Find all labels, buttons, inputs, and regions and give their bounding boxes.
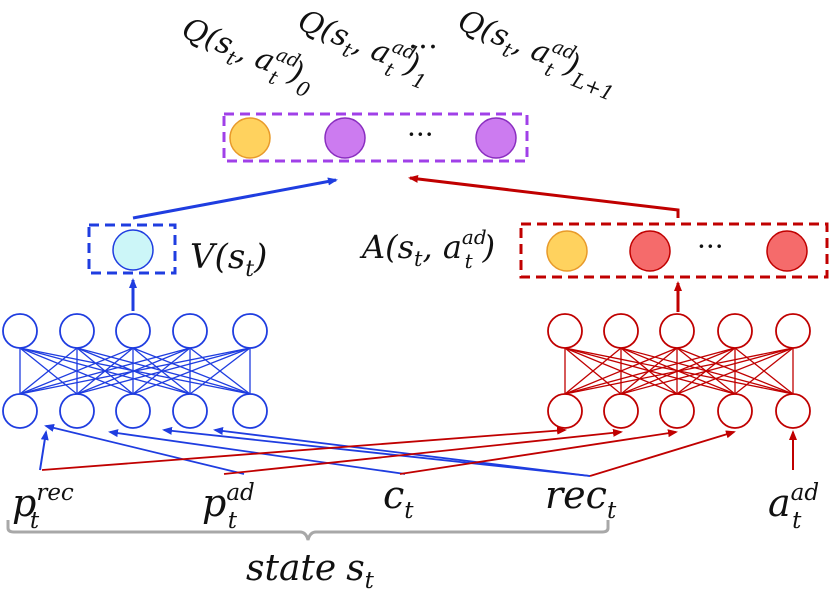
blue-net-bottom-neuron-5 xyxy=(232,393,268,429)
rec-to-red-arrow xyxy=(589,430,736,477)
value-label: V(st) xyxy=(190,237,267,282)
blue-net-bottom-neuron-1 xyxy=(2,393,38,429)
red-net-edge xyxy=(620,347,794,395)
blue-net-top-neuron-4 xyxy=(172,313,208,349)
blue-net-bottom-neuron-4 xyxy=(172,393,208,429)
red-advantage-network xyxy=(547,313,811,429)
q-output-box xyxy=(222,112,529,163)
q-output-ellipsis: ··· xyxy=(407,118,434,151)
state-bracket xyxy=(6,520,610,541)
advantage-node-0 xyxy=(546,230,588,272)
red-net-edge xyxy=(564,347,794,395)
blue-net-edge xyxy=(19,347,251,395)
blue-net-edge xyxy=(19,347,78,395)
p-ad-to-blue-arrow xyxy=(44,423,245,475)
red-net-top-neuron-4 xyxy=(717,313,753,349)
p-rec-to-red-arrow xyxy=(41,426,567,471)
red-net-bottom-neuron-2 xyxy=(603,393,639,429)
red-net-edge xyxy=(676,347,794,395)
q-label-ellipsis: … xyxy=(408,21,438,56)
blue-net-top-neuron-2 xyxy=(59,313,95,349)
value-stream: V(st) xyxy=(87,177,338,311)
q-node-last xyxy=(475,117,517,159)
q-node-1 xyxy=(324,117,366,159)
value-to-q-arrow xyxy=(132,177,338,220)
input-c: ct xyxy=(383,473,414,524)
red-net-bottom-neuron-1 xyxy=(547,393,583,429)
blue-value-network xyxy=(2,313,268,429)
rec-to-blue-arrow-2 xyxy=(213,427,591,477)
red-net-top-neuron-5 xyxy=(775,313,811,349)
q-node-0 xyxy=(229,117,271,159)
advantage-ellipsis: ··· xyxy=(697,230,724,263)
blue-net-top-neuron-5 xyxy=(232,313,268,349)
blue-net-edge xyxy=(132,347,251,395)
red-net-edge xyxy=(564,347,622,395)
blue-net-bottom-neuron-3 xyxy=(115,393,151,429)
input-rec: rect xyxy=(545,473,617,524)
advantage-box xyxy=(519,222,829,279)
red-net-bottom-neuron-3 xyxy=(659,393,695,429)
blue-net-top-neuron-1 xyxy=(2,313,38,349)
red-net-edge xyxy=(734,347,794,395)
c-to-red-arrow xyxy=(399,429,678,475)
red-net-top-neuron-2 xyxy=(603,313,639,349)
red-net-top-neuron-3 xyxy=(659,313,695,349)
q-output-layer: ··· xyxy=(222,112,529,163)
blue-net-bottom-neuron-2 xyxy=(59,393,95,429)
advantage-to-q-arrow xyxy=(408,174,680,218)
blue-net-edge xyxy=(76,347,251,395)
q-label-last: Q(st, aadt)L+1 xyxy=(450,0,625,106)
red-net-bottom-neuron-4 xyxy=(717,393,753,429)
value-box xyxy=(87,223,177,275)
p-ad-to-red-arrow xyxy=(223,428,623,475)
advantage-node-last xyxy=(766,230,808,272)
red-net-edge xyxy=(564,347,736,395)
red-net-bottom-neuron-5 xyxy=(775,393,811,429)
blue-net-edge xyxy=(189,347,251,395)
rec-to-blue-arrow-1 xyxy=(162,426,591,477)
advantage-node-1 xyxy=(629,230,671,272)
red-net-top-neuron-1 xyxy=(547,313,583,349)
svg-text:Q(st, aadt)L+1: Q(st, aadt)L+1 xyxy=(450,0,625,106)
input-connections xyxy=(39,423,797,477)
p-rec-to-blue-arrow xyxy=(39,430,49,471)
blue-net-edge xyxy=(19,347,191,395)
value-node xyxy=(112,229,154,271)
blue-net-edge xyxy=(19,347,134,395)
blue-net-top-neuron-3 xyxy=(115,313,151,349)
red-net-edge xyxy=(564,347,678,395)
